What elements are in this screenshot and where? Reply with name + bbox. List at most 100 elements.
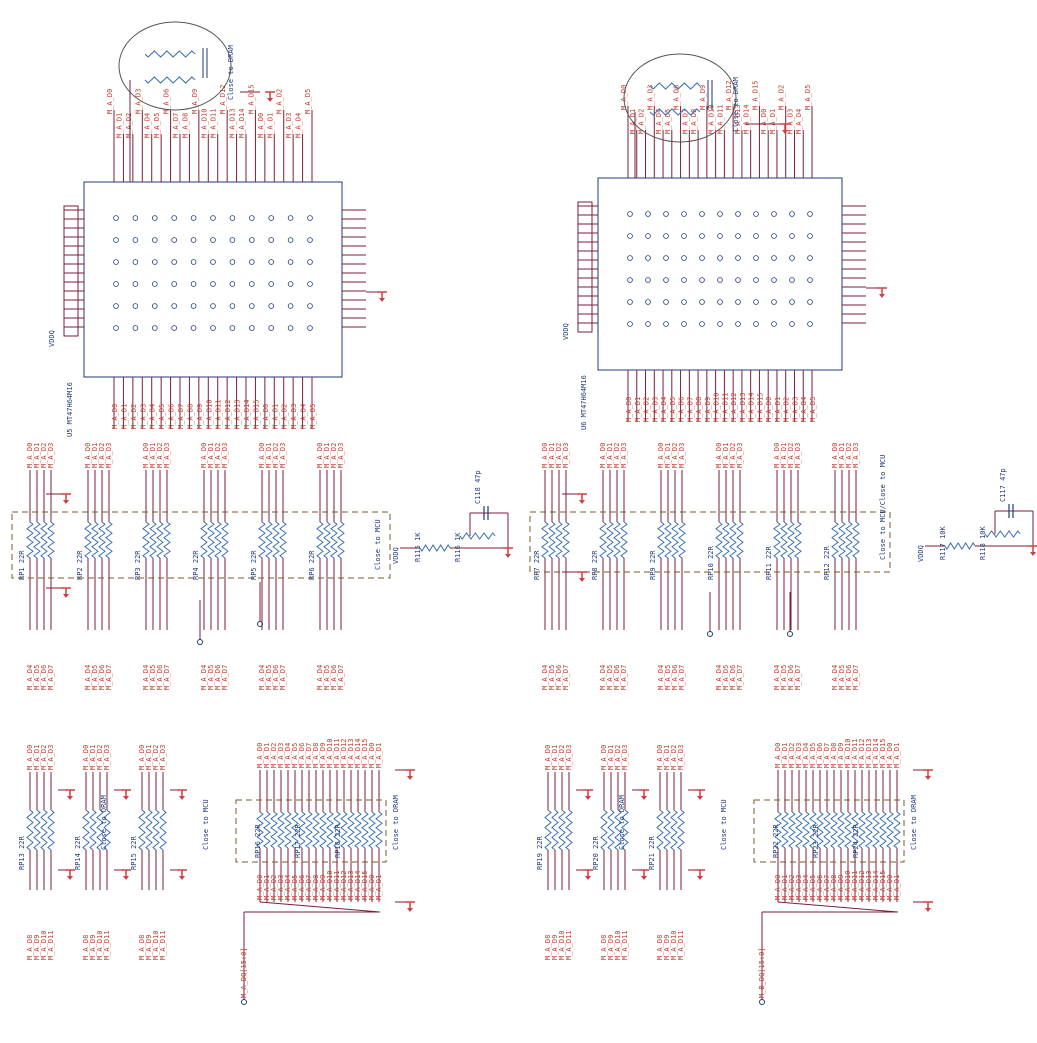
- ball-pad: [717, 277, 723, 283]
- term-net-label: M_A_D2: [788, 743, 796, 768]
- ball-pad: [113, 259, 119, 265]
- pin-net-label: M_A_D6: [673, 85, 681, 110]
- pin-net-label: M_A_D0: [106, 89, 114, 114]
- rpack-ref-label: RP24 22R: [852, 823, 860, 858]
- term-net-label: M_A_D4: [773, 665, 781, 690]
- highlight-ellipse: [623, 53, 737, 143]
- bus-label: M_B_DQ[15:0]: [758, 947, 766, 998]
- term-net-label: M_A_D1: [780, 443, 788, 468]
- term-net-label: M_A_D0: [599, 443, 607, 468]
- term-net-label: M_A_D1: [663, 745, 671, 770]
- term-net-label: M_A_D8: [830, 743, 838, 768]
- termination-resistor: [541, 521, 549, 559]
- close-to-mcu-note: Close to MCU/Close to MCU: [879, 455, 887, 560]
- ground-arrow: [641, 796, 647, 800]
- term-net-label: M_A_D4: [657, 665, 665, 690]
- rpack-ref-label: RP22 22R: [772, 823, 780, 858]
- test-point: [241, 999, 247, 1005]
- termination-resistor: [736, 521, 744, 559]
- term-net-label: M_A_D13: [865, 870, 873, 900]
- termination-resistor: [599, 521, 607, 559]
- term-net-label: M_A_D9: [145, 935, 153, 960]
- term-net-label: M_A_D5: [809, 743, 817, 768]
- term-net-label: M_A_D5: [722, 665, 730, 690]
- ball-pad: [152, 259, 158, 265]
- ball-pad: [663, 321, 669, 327]
- ball-pad: [287, 281, 294, 287]
- pin-net-label: M_A_D2: [783, 397, 791, 422]
- term-net-label: M_A_D13: [347, 738, 355, 768]
- rpack-ref-label: RP4 22R: [192, 550, 200, 580]
- chip-body: [83, 181, 343, 378]
- chip-ref-label: U5 MT47H64M16: [66, 382, 74, 437]
- term-net-label: M_A_D0: [26, 443, 34, 468]
- ball-pad: [113, 237, 119, 243]
- termination-resistor: [607, 809, 615, 851]
- term-net-label: M_A_D6: [555, 665, 563, 690]
- term-net-label: M_A_D2: [845, 443, 853, 468]
- ball-pad: [190, 259, 197, 265]
- ball-pad: [190, 281, 197, 287]
- rpack-ref-label: RP6 22R: [308, 550, 316, 580]
- term-net-label: M_A_D5: [606, 665, 614, 690]
- term-net-label: M_A_D2: [670, 745, 678, 770]
- term-net-label: M_A_D4: [802, 875, 810, 900]
- termination-network: M_A_D0M_A_D8M_A_D1M_A_D9M_A_D2M_A_D10M_A…: [74, 745, 131, 960]
- ball-pad: [807, 277, 813, 283]
- ground-icon: [1028, 545, 1037, 556]
- term-net-label: M_A_D3: [795, 875, 803, 900]
- term-net-label: M_A_D10: [614, 930, 622, 960]
- termination-resistor: [105, 521, 113, 559]
- pin-net-label: M_A_D2: [643, 397, 651, 422]
- term-net-label: M_A_D2: [614, 745, 622, 770]
- term-net-label: M_A_D0: [656, 745, 664, 770]
- ball-pad: [753, 255, 759, 261]
- rpack-ref-label: RP19 22R: [536, 835, 544, 870]
- term-net-label: M_A_D1: [33, 745, 41, 770]
- term-net-label: M_A_D5: [149, 665, 157, 690]
- term-net-label: M_A_D15: [879, 738, 887, 768]
- ball-pad: [171, 325, 178, 331]
- termination-resistor: [802, 811, 810, 849]
- ground-arrow: [379, 298, 385, 302]
- termination-resistor: [26, 809, 34, 851]
- term-net-label: M_A_D13: [347, 870, 355, 900]
- ball-pad: [229, 237, 236, 243]
- ball-pad: [645, 321, 651, 327]
- dashed-group-box: [753, 799, 905, 863]
- resistor: [144, 50, 196, 58]
- pin-net-label: M_A_D14: [748, 392, 756, 422]
- term-net-label: M_A_D5: [809, 875, 817, 900]
- termination-resistor: [361, 811, 369, 849]
- ground-icon: [405, 901, 415, 912]
- termination-resistor: [333, 811, 341, 849]
- term-net-label: M_A_D7: [852, 665, 860, 690]
- ball-pad: [287, 325, 294, 331]
- ball-pad: [663, 233, 669, 239]
- ball-pad: [249, 215, 255, 221]
- termination-resistor: [91, 521, 99, 559]
- ball-pad: [113, 325, 119, 331]
- pin-net-label: M_A_D0: [262, 404, 270, 429]
- vref-resistor: [459, 532, 496, 540]
- ball-pad: [699, 321, 705, 327]
- test-point: [759, 999, 765, 1005]
- ball-pad: [807, 299, 813, 305]
- pin-net-label: M_A_D6: [168, 404, 176, 429]
- pin-net-label: M_A_D12: [224, 399, 232, 429]
- ball-pad: [663, 299, 669, 305]
- rpack-ref-label: RP7 22R: [533, 550, 541, 580]
- term-net-label: M_A_D1: [207, 443, 215, 468]
- term-net-label: M_A_D1: [893, 875, 901, 900]
- ball-pad: [735, 299, 741, 305]
- termination-resistor: [729, 521, 737, 559]
- rpack-ref-label: RP1 22R: [18, 550, 26, 580]
- pin-net-label: M_A_D3: [139, 404, 147, 429]
- term-net-label: M_A_D1: [375, 743, 383, 768]
- termination-resistor: [89, 809, 97, 851]
- pin-net-label: M_A_D7: [686, 397, 694, 422]
- term-net-label: M_A_D6: [330, 665, 338, 690]
- term-net-label: M_A_D0: [715, 443, 723, 468]
- term-net-label: M_A_D6: [40, 665, 48, 690]
